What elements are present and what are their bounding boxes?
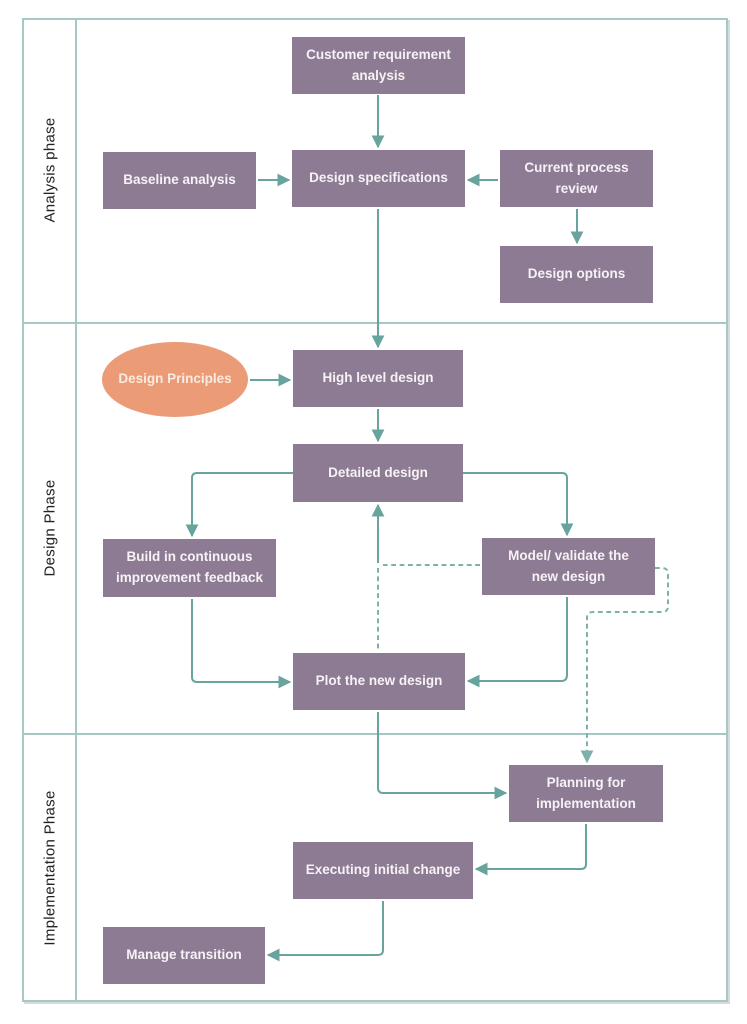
node-high-level-design[interactable]: High level design (293, 350, 463, 407)
node-model-validate-the-new-design[interactable]: Model/ validate the new design (482, 538, 655, 595)
node-current-process-review[interactable]: Current process review (500, 150, 653, 207)
node-design-principles[interactable]: Design Principles (102, 342, 248, 417)
node-design-specifications[interactable]: Design specifications (292, 150, 465, 207)
phase-label-analysis: Analysis phase (41, 117, 59, 223)
node-plot-the-new-design[interactable]: Plot the new design (293, 653, 465, 710)
phase-label-column-divider (75, 20, 77, 1000)
node-build-in-continuous-improvement-feedback[interactable]: Build in continuous improvement feedback (103, 539, 276, 597)
node-planning-for-implementation[interactable]: Planning for implementation (509, 765, 663, 822)
phase-label-implementation: Implementation Phase (41, 790, 59, 946)
node-design-options[interactable]: Design options (500, 246, 653, 303)
node-manage-transition[interactable]: Manage transition (103, 927, 265, 984)
phase-divider-design-implementation (24, 733, 726, 735)
phase-label-design: Design Phase (41, 479, 59, 577)
node-detailed-design[interactable]: Detailed design (293, 444, 463, 502)
phase-divider-analysis-design (24, 322, 726, 324)
node-executing-initial-change[interactable]: Executing initial change (293, 842, 473, 899)
swimlane-frame: Analysis phase Design Phase Implementati… (22, 18, 728, 1002)
node-customer-requirement-analysis[interactable]: Customer requirement analysis (292, 37, 465, 94)
node-baseline-analysis[interactable]: Baseline analysis (103, 152, 256, 209)
